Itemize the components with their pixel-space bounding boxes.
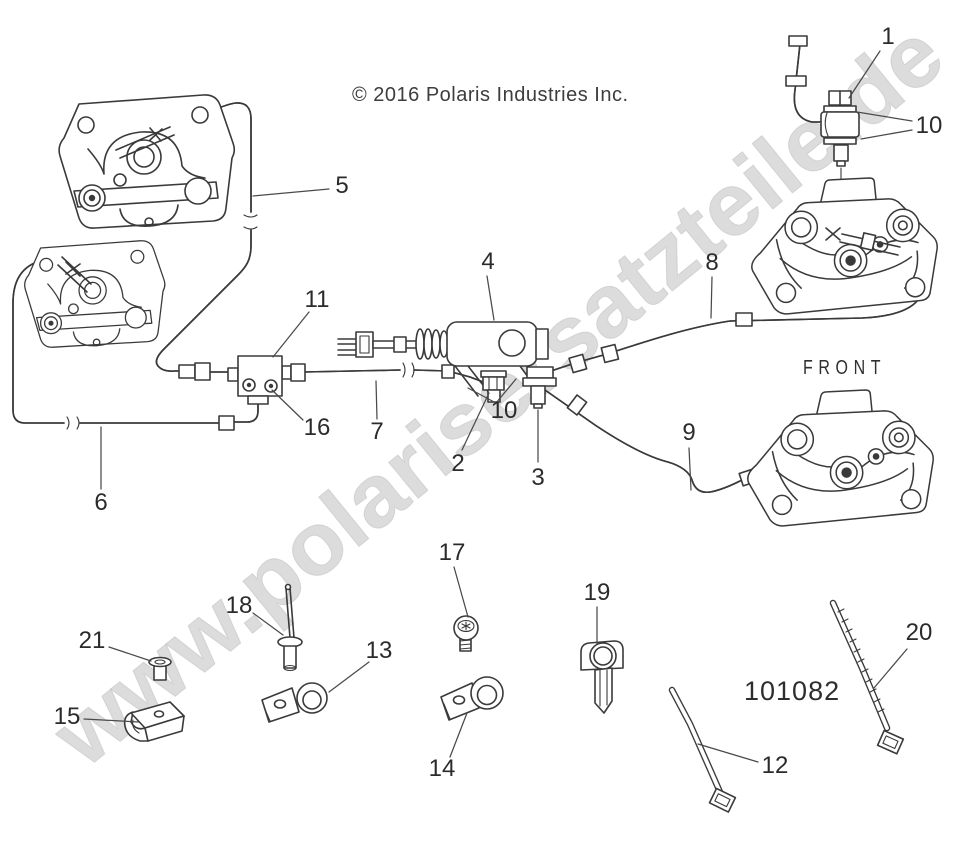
p-clamp-part-13 [261,682,328,723]
leader-line-10 [467,387,497,404]
leader-line-10 [495,378,517,404]
brake-line-6 [13,259,258,431]
front-caliper-top-right [751,177,938,315]
leader-line-15 [83,718,140,723]
leader-line-18 [252,612,284,636]
callout-18-14: 18 [225,592,253,619]
callout-15-19: 15 [53,703,81,730]
callout-20-18: 20 [905,619,933,646]
leader-line-5 [252,188,330,197]
callout-7-7: 7 [370,418,384,445]
leader-line-1 [848,50,881,99]
leader-line-9 [688,447,692,491]
callout-21-16: 21 [78,627,106,654]
front-caliper-bottom-right [747,389,934,527]
callout-16-6: 16 [303,414,331,441]
callout-4-3: 4 [481,248,495,275]
leader-line-2 [461,392,490,451]
callout-9-12: 9 [682,419,696,446]
brake-line-7 [281,362,486,383]
callout-17-13: 17 [438,539,466,566]
leader-line-13 [328,661,370,693]
leader-line-12 [697,743,759,763]
rivet-part-21 [148,656,172,681]
leader-line-4 [486,275,495,321]
cable-tie-part-20 [829,599,905,755]
diagram-part-number: 101082 [744,676,841,706]
callout-6-11: 6 [94,489,108,516]
callout-12-21: 12 [761,752,789,779]
brake-line-5 [156,103,258,381]
leader-line-14 [449,712,468,758]
leader-line-8 [710,276,713,319]
push-clip-part-19 [580,640,624,714]
cable-tie-part-12 [668,686,737,813]
leader-line-11 [272,311,310,358]
copyright-notice: © 2016 Polaris Industries Inc. [352,84,629,106]
callout-3-10: 3 [531,464,545,491]
callout-10-1: 10 [915,112,943,139]
p-clamp-part-14 [440,676,504,721]
callout-19-15: 19 [583,579,611,606]
leader-line-7 [375,380,378,420]
pop-rivet-part-18 [277,583,303,672]
callout-14-20: 14 [428,755,456,782]
rear-caliper-top-left [58,94,236,229]
banjo-fitting-assembly [785,35,860,197]
leader-line-21 [108,646,152,662]
callout-5-2: 5 [335,172,349,199]
callout-2-8: 2 [451,450,465,477]
screw-part-17 [453,615,479,652]
brake-line-8 [548,233,929,373]
callout-1-0: 1 [881,23,895,50]
leader-line-10 [860,129,913,140]
rear-caliper-mid-left [24,240,166,348]
clip-block-part-15 [123,701,185,742]
leader-line-17 [453,566,469,618]
front-direction-label: FRONT [803,357,887,379]
callout-leader-lines [83,50,913,763]
callout-10-9: 10 [490,397,518,424]
leader-line-10 [856,111,913,122]
callout-13-17: 13 [365,637,393,664]
master-cylinder-assembly [337,321,557,409]
callout-11-5: 11 [304,286,330,313]
leader-line-20 [873,648,908,689]
callout-8-4: 8 [705,249,719,276]
leader-line-16 [271,389,304,421]
junction-block [227,355,283,405]
